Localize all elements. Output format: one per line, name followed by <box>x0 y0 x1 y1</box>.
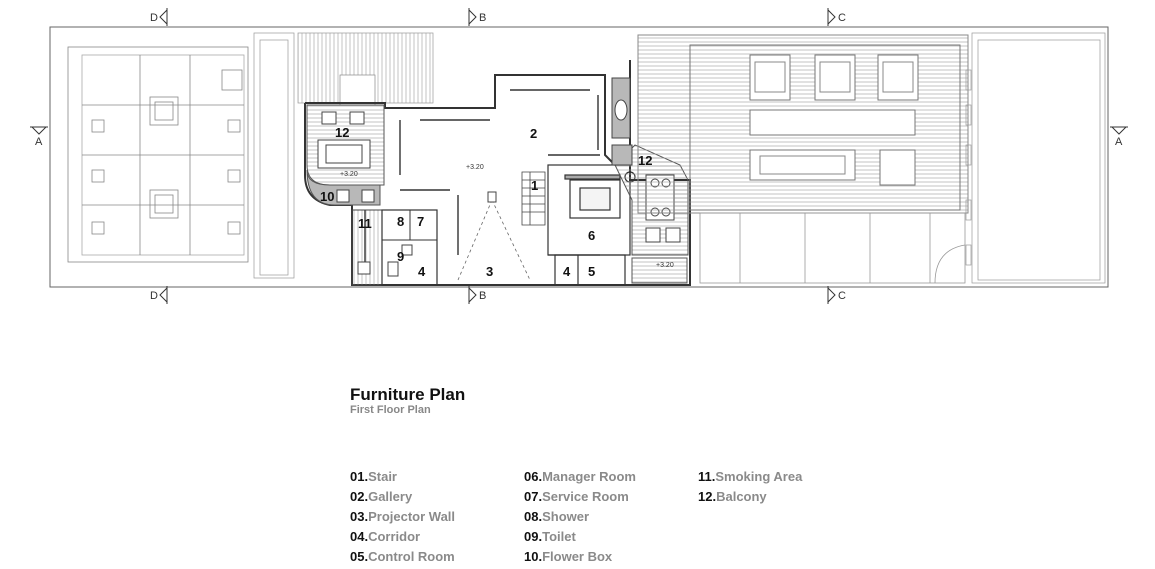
legend-label: Stair <box>368 469 397 484</box>
legend-number: 08 <box>524 509 539 524</box>
legend-label: Service Room <box>542 489 629 504</box>
section-markers <box>30 8 1128 304</box>
right-lower-area <box>699 212 966 284</box>
section-label-a-right: A <box>1115 136 1123 148</box>
legend-number: 01 <box>350 469 365 484</box>
room-number-3: 3 <box>486 264 493 279</box>
room-number-10: 10 <box>320 189 334 204</box>
legend-item: 09.Toilet <box>524 529 576 544</box>
legend-label: Corridor <box>368 529 421 544</box>
legend-label: Shower <box>542 509 590 524</box>
legend-item: 07.Service Room <box>524 489 629 504</box>
legend-number: 09 <box>524 529 539 544</box>
room-number-12-right: 12 <box>638 153 652 168</box>
legend-item: 08.Shower <box>524 509 590 524</box>
room-number-12-left: 12 <box>335 125 349 140</box>
legend-column-1: 01.Stair 02.Gallery 03.Projector Wall 04… <box>350 469 455 569</box>
section-label-a-left: A <box>35 136 43 148</box>
section-label-d-top: D <box>150 12 158 24</box>
left-roof-grid <box>67 46 249 263</box>
left-strip <box>253 32 434 279</box>
balcony-left <box>306 104 385 206</box>
legend-number: 04 <box>350 529 365 544</box>
projector-cone <box>457 199 531 281</box>
legend-label: Manager Room <box>542 469 636 484</box>
legend-item: 01.Stair <box>350 469 397 484</box>
legend-item: 10.Flower Box <box>524 549 613 564</box>
legend-number: 03 <box>350 509 365 524</box>
legend-number: 07 <box>524 489 539 504</box>
room-number-7: 7 <box>417 214 424 229</box>
legend-label: Projector Wall <box>368 509 456 524</box>
room-number-9: 9 <box>397 249 404 264</box>
legend-label: Smoking Area <box>715 469 803 484</box>
legend-number: 11 <box>698 469 712 484</box>
site-boundary <box>49 26 1109 288</box>
legend-item: 11.Smoking Area <box>698 469 803 484</box>
section-label-b-top: B <box>479 12 486 24</box>
legend-label: Control Room <box>368 549 455 564</box>
legend-column-3: 11.Smoking Area 12.Balcony <box>698 469 802 509</box>
legend-number: 10 <box>524 549 539 564</box>
stair <box>521 171 546 226</box>
section-label-b-bottom: B <box>479 290 486 302</box>
room-number-6: 6 <box>588 228 595 243</box>
legend-item: 03.Projector Wall <box>350 509 456 524</box>
legend-label: Gallery <box>368 489 413 504</box>
plan-title: Furniture Plan <box>350 385 466 404</box>
legend-item: 04.Corridor <box>350 529 421 544</box>
room-number-5: 5 <box>588 264 595 279</box>
legend-number: 05 <box>350 549 365 564</box>
legend-number: 02 <box>350 489 365 504</box>
room-number-8: 8 <box>397 214 404 229</box>
legend-label: Balcony <box>716 489 767 504</box>
legend-label: Flower Box <box>542 549 613 564</box>
room-number-4-right: 4 <box>563 264 571 279</box>
legend-number: 06 <box>524 469 539 484</box>
legend-column-2: 06.Manager Room 07.Service Room 08.Showe… <box>524 469 636 569</box>
right-wood-area <box>637 34 969 214</box>
legend-label: Toilet <box>542 529 576 544</box>
legend-number: 12 <box>698 489 713 504</box>
right-strip <box>965 32 1106 284</box>
control-room <box>554 254 626 286</box>
legend-item: 06.Manager Room <box>524 469 636 484</box>
level-mark-right: +3.20 <box>656 262 674 269</box>
floor-plan-drawing: D B C D B C A A 1 2 3 4 4 5 6 7 8 9 10 1… <box>30 8 1128 304</box>
section-label-c-bottom: C <box>838 290 846 302</box>
level-mark-gallery: +3.20 <box>466 164 484 171</box>
room-number-1: 1 <box>531 178 538 193</box>
legend-item: 12.Balcony <box>698 489 767 504</box>
room-number-11: 11 <box>358 216 372 231</box>
service-cluster <box>351 209 438 286</box>
section-label-d-bottom: D <box>150 290 158 302</box>
room-number-2: 2 <box>530 126 537 141</box>
level-mark-balcony: +3.20 <box>340 171 358 178</box>
room-number-4-left: 4 <box>418 264 426 279</box>
projector <box>487 191 497 203</box>
legend-item: 05.Control Room <box>350 549 455 564</box>
plan-subtitle: First Floor Plan <box>350 404 431 416</box>
legend-item: 02.Gallery <box>350 489 413 504</box>
section-label-c-top: C <box>838 12 846 24</box>
